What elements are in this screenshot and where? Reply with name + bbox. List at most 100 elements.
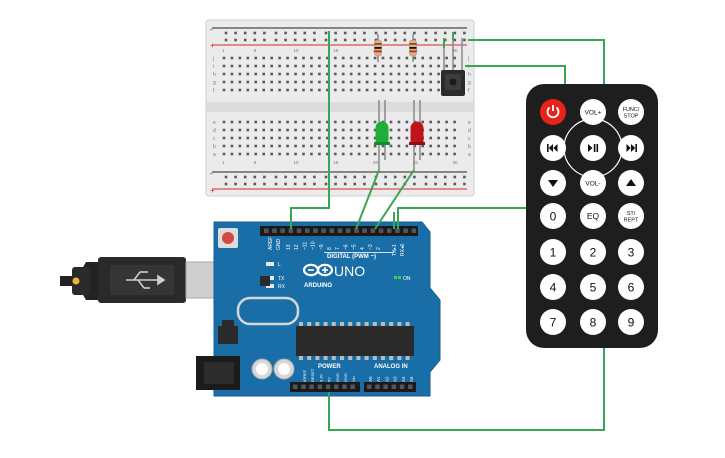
breadboard-hole[interactable] — [389, 144, 393, 148]
breadboard-hole[interactable] — [389, 128, 393, 132]
breadboard-hole[interactable] — [389, 152, 393, 156]
breadboard-hole[interactable] — [437, 136, 440, 140]
breadboard-hole[interactable] — [349, 136, 353, 140]
breadboard-hole[interactable] — [310, 56, 313, 60]
breadboard-hole[interactable] — [421, 56, 424, 60]
led-red[interactable] — [409, 121, 425, 145]
breadboard-hole[interactable] — [254, 56, 258, 60]
breadboard-hole[interactable] — [286, 72, 289, 76]
remote-button-down[interactable] — [540, 170, 566, 196]
breadboard-hole[interactable] — [326, 56, 329, 60]
remote-button-4[interactable]: 4 — [540, 274, 566, 300]
header-pin[interactable] — [395, 228, 400, 234]
breadboard-hole[interactable] — [262, 152, 265, 156]
breadboard-hole[interactable] — [453, 144, 456, 148]
breadboard-hole[interactable] — [397, 80, 401, 84]
rail-hole[interactable] — [284, 38, 287, 42]
breadboard-hole[interactable] — [238, 128, 242, 132]
remote-button-st-rept[interactable]: ST/REPT — [618, 203, 644, 229]
rail-hole[interactable] — [343, 31, 347, 35]
header-pin[interactable] — [264, 228, 269, 234]
breadboard-hole[interactable] — [254, 120, 258, 124]
breadboard-hole[interactable] — [262, 120, 265, 124]
breadboard-hole[interactable] — [254, 128, 258, 132]
breadboard-hole[interactable] — [437, 120, 440, 124]
breadboard-hole[interactable] — [270, 80, 273, 84]
breadboard-hole[interactable] — [365, 136, 369, 140]
breadboard-hole[interactable] — [429, 56, 432, 60]
breadboard-hole[interactable] — [310, 128, 313, 132]
breadboard-hole[interactable] — [453, 136, 456, 140]
rail-hole[interactable] — [353, 38, 357, 42]
breadboard-hole[interactable] — [437, 152, 440, 156]
rail-hole[interactable] — [384, 175, 387, 179]
breadboard-hole[interactable] — [429, 136, 432, 140]
remote-button-vol-down[interactable]: VOL- — [580, 170, 606, 196]
header-pin[interactable] — [305, 228, 310, 234]
breadboard-hole[interactable] — [381, 88, 385, 92]
rail-hole[interactable] — [434, 38, 437, 42]
wires[interactable] — [290, 31, 605, 431]
breadboard-hole[interactable] — [302, 88, 305, 92]
remote-button-power[interactable] — [540, 99, 566, 125]
breadboard-hole[interactable] — [278, 144, 281, 148]
remote-button-6[interactable]: 6 — [618, 274, 644, 300]
remote-button-up[interactable] — [618, 170, 644, 196]
breadboard-hole[interactable] — [381, 72, 385, 76]
breadboard-hole[interactable] — [326, 64, 329, 68]
breadboard-hole[interactable] — [334, 80, 337, 84]
breadboard-hole[interactable] — [429, 120, 432, 124]
remote-button-func-stop[interactable]: FUNC/STOP — [618, 99, 644, 125]
header-pin[interactable] — [296, 228, 302, 234]
breadboard-hole[interactable] — [326, 128, 329, 132]
breadboard-hole[interactable] — [294, 80, 297, 84]
breadboard-hole[interactable] — [397, 152, 401, 156]
breadboard-hole[interactable] — [365, 152, 369, 156]
breadboard-hole[interactable] — [302, 152, 305, 156]
rail-hole[interactable] — [334, 31, 337, 35]
breadboard-hole[interactable] — [222, 56, 226, 60]
breadboard-hole[interactable] — [246, 88, 250, 92]
breadboard-hole[interactable] — [445, 120, 448, 124]
rail-hole[interactable] — [424, 182, 428, 186]
breadboard-hole[interactable] — [413, 72, 417, 76]
bottom-power-rail[interactable] — [224, 175, 466, 186]
breadboard-hole[interactable] — [429, 88, 432, 92]
breadboard-hole[interactable] — [254, 152, 258, 156]
breadboard-hole[interactable] — [413, 80, 417, 84]
breadboard-hole[interactable] — [453, 128, 456, 132]
header-pin[interactable] — [411, 228, 417, 234]
breadboard-hole[interactable] — [254, 136, 258, 140]
breadboard-hole[interactable] — [262, 128, 265, 132]
breadboard-hole[interactable] — [310, 72, 313, 76]
breadboard-hole[interactable] — [230, 72, 234, 76]
remote-button-5[interactable]: 5 — [580, 274, 606, 300]
breadboard-hole[interactable] — [326, 120, 329, 124]
breadboard-hole[interactable] — [246, 80, 250, 84]
breadboard-hole[interactable] — [437, 128, 440, 132]
breadboard-hole[interactable] — [278, 56, 281, 60]
breadboard-hole[interactable] — [222, 64, 226, 68]
breadboard-hole[interactable] — [246, 152, 250, 156]
breadboard-hole[interactable] — [254, 88, 258, 92]
breadboard-hole[interactable] — [302, 56, 305, 60]
breadboard-hole[interactable] — [310, 64, 313, 68]
breadboard-hole[interactable] — [286, 80, 289, 84]
rail-hole[interactable] — [324, 175, 328, 179]
breadboard-hole[interactable] — [421, 72, 424, 76]
breadboard-hole[interactable] — [421, 64, 424, 68]
rail-hole[interactable] — [303, 31, 307, 35]
breadboard-hole[interactable] — [413, 144, 417, 148]
breadboard-hole[interactable] — [373, 120, 377, 124]
header-pin[interactable] — [350, 384, 355, 390]
header-pin[interactable] — [375, 384, 380, 390]
remote-button-8[interactable]: 8 — [580, 309, 606, 335]
rail-hole[interactable] — [284, 31, 287, 35]
rail-hole[interactable] — [313, 38, 316, 42]
rail-hole[interactable] — [343, 38, 347, 42]
breadboard-hole[interactable] — [365, 64, 369, 68]
breadboard-hole[interactable] — [389, 64, 393, 68]
rail-hole[interactable] — [334, 182, 337, 186]
breadboard-hole[interactable] — [405, 152, 409, 156]
